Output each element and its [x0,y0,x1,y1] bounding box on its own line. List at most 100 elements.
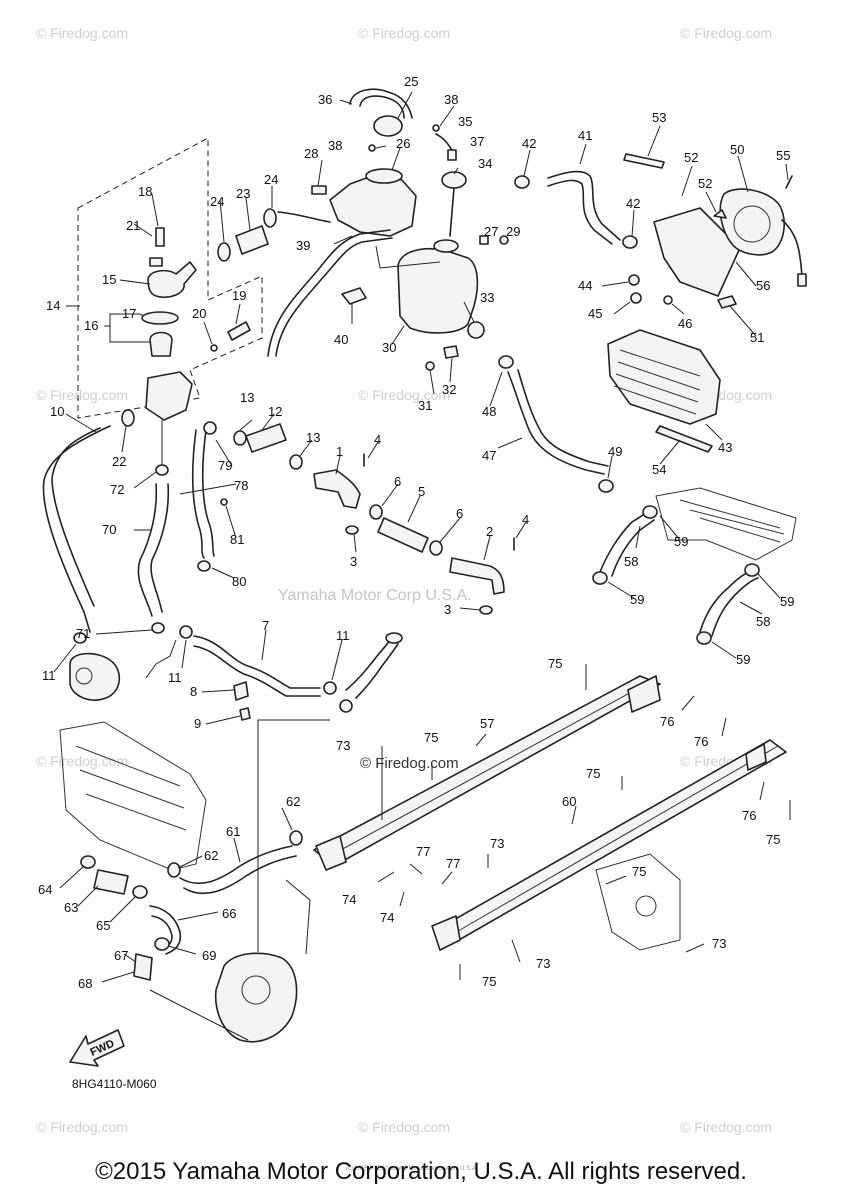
clamp-59d [696,631,712,645]
watermark-top-left: © Firedog.com [36,25,128,41]
leader-6b [439,517,461,543]
leader-8 [201,689,235,693]
clamp-69 [154,937,170,951]
temperature-sensor [227,321,251,341]
callout-35: 35 [458,114,472,129]
leader-24a [219,199,225,243]
clamp-42a [514,175,530,189]
leader-65 [109,895,137,923]
hose-67 [133,953,153,981]
leader-59b [607,581,635,599]
leader-4b [515,521,527,539]
leader-77a [409,863,423,875]
leader-pump [145,639,177,679]
callout-78: 78 [234,478,248,493]
pipe-60-front-fitting [431,915,461,951]
shroud-seal-53 [623,153,665,169]
leader-78 [179,483,237,495]
fan-assembly [623,153,807,309]
leader-76a [681,695,695,711]
leader-56 [735,261,757,287]
leader-33 [463,301,475,323]
thermostat-gasket [141,311,179,325]
leader-53 [647,125,661,157]
callout-51: 51 [750,330,764,345]
pipe-57-front-fitting [315,835,347,871]
callout-66: 66 [222,906,236,921]
water-pump-housing [69,652,121,701]
callout-62a: 62 [286,794,300,809]
clamp-11c [323,681,337,695]
callout-48: 48 [482,404,496,419]
leader-79 [215,439,233,467]
leader-59d [711,641,737,659]
pipe-joint [339,699,353,713]
leader-3b [459,607,481,611]
leader-64 [59,865,85,889]
tank-connector-line [375,245,441,269]
callout-13b: 13 [306,430,320,445]
leader-47 [497,437,523,449]
callout-14: 14 [46,298,60,313]
clamp-64 [80,855,96,869]
callout-26: 26 [396,136,410,151]
watermark-bottom-right: © Firedog.com [680,1119,772,1135]
breather-hose-36 [349,88,413,119]
callout-73c: 73 [712,936,726,951]
leader-49 [607,455,613,479]
hose-clamp-11a [73,632,87,644]
bolt-55 [785,175,793,189]
leader-81 [225,505,237,539]
leader-76b [721,717,727,737]
clamp-33 [467,321,485,339]
leader-6a [381,483,399,507]
thermostat-assembly [121,227,251,476]
thermostat-bracket [149,257,163,267]
clamp-13b [289,454,303,470]
washer-31 [425,361,435,371]
callout-75c: 75 [586,766,600,781]
callout-42a: 42 [522,136,536,151]
hose-70 [137,483,170,617]
thermostat-group-outline [77,137,263,419]
callout-52a: 52 [684,150,698,165]
cap-34 [441,171,467,189]
callout-59c: 59 [780,594,794,609]
callout-40: 40 [334,332,348,347]
callout-11a: 11 [42,668,56,683]
leader-19 [235,303,241,325]
leader-52a [681,165,693,197]
reservoir-assembly [267,88,509,371]
hose-23 [235,225,269,255]
o-ring-38a [368,144,376,152]
callout-55: 55 [776,148,790,163]
callout-49: 49 [608,444,622,459]
leader-60 [571,805,577,825]
fwd-arrow-icon [69,1029,125,1067]
fan-wire [781,219,803,277]
clamp-6a [369,504,383,520]
callout-42b: 42 [626,196,640,211]
leader-77b [441,871,453,885]
callout-11b: 11 [168,670,182,685]
leader-4a [367,441,379,459]
callout-25: 25 [404,74,418,89]
callout-24a: 24 [210,194,224,209]
pipe-57-end-fitting [627,675,661,713]
leader-engine [149,989,249,1041]
leader-21 [133,223,153,237]
mount-bracket-hole [635,895,657,917]
upper-left-hoses [42,208,277,644]
diagram-code: 8HG4110-M060 [72,1077,157,1091]
leader-72 [133,471,157,489]
callout-75d: 75 [482,974,496,989]
clamp-11b [179,625,193,639]
leader-71 [95,629,153,635]
callout-74a: 74 [342,892,356,907]
leader-51 [729,305,757,337]
callout-73b: 73 [490,836,504,851]
callout-54: 54 [652,462,666,477]
leader-34 [453,167,459,175]
callout-4b: 4 [522,512,529,527]
collar-45 [630,292,642,304]
